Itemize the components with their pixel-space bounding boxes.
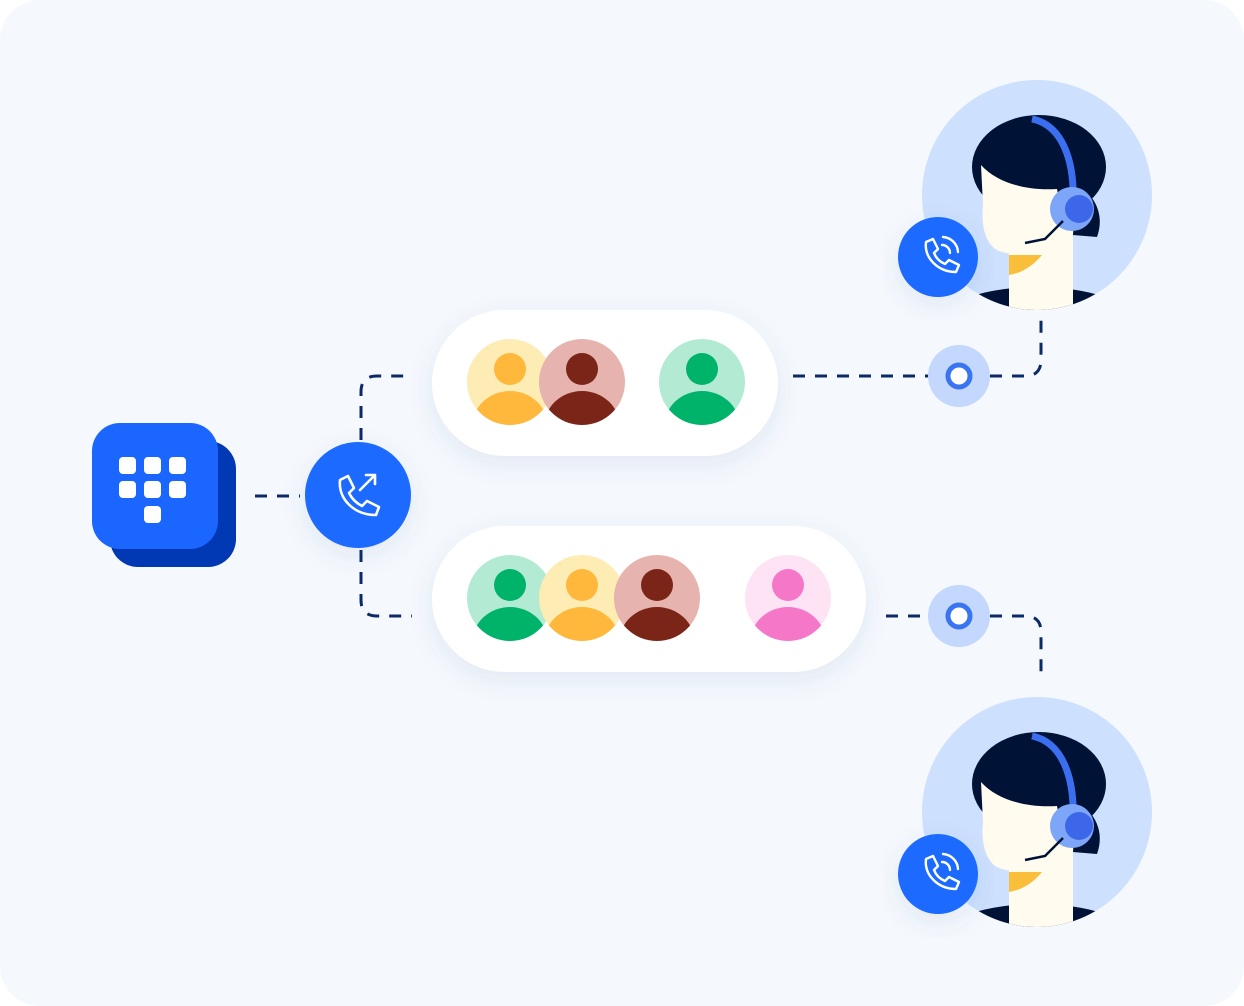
connector-node-agent2: [990, 614, 1043, 672]
user-avatar-icon: [659, 339, 745, 425]
phone-ringing-icon: [896, 832, 980, 916]
connectors: [255, 318, 1043, 672]
user-avatar-icon: [614, 555, 700, 641]
dialpad-icon: [92, 423, 236, 567]
user-avatar-icon: [467, 555, 553, 641]
phone-forward-icon: [305, 442, 411, 548]
connector-router-queue2: [359, 550, 412, 618]
phone-ringing-icon: [896, 215, 980, 299]
junction-node-2: [928, 585, 990, 647]
user-avatar-icon: [467, 339, 553, 425]
connector-router-queue1: [359, 374, 412, 440]
user-avatar-icon: [539, 555, 625, 641]
user-avatar-icon: [745, 555, 831, 641]
queue-avatars: [467, 339, 831, 641]
connector-node-agent1: [990, 318, 1043, 378]
user-avatar-icon: [539, 339, 625, 425]
junction-node-1: [928, 345, 990, 407]
